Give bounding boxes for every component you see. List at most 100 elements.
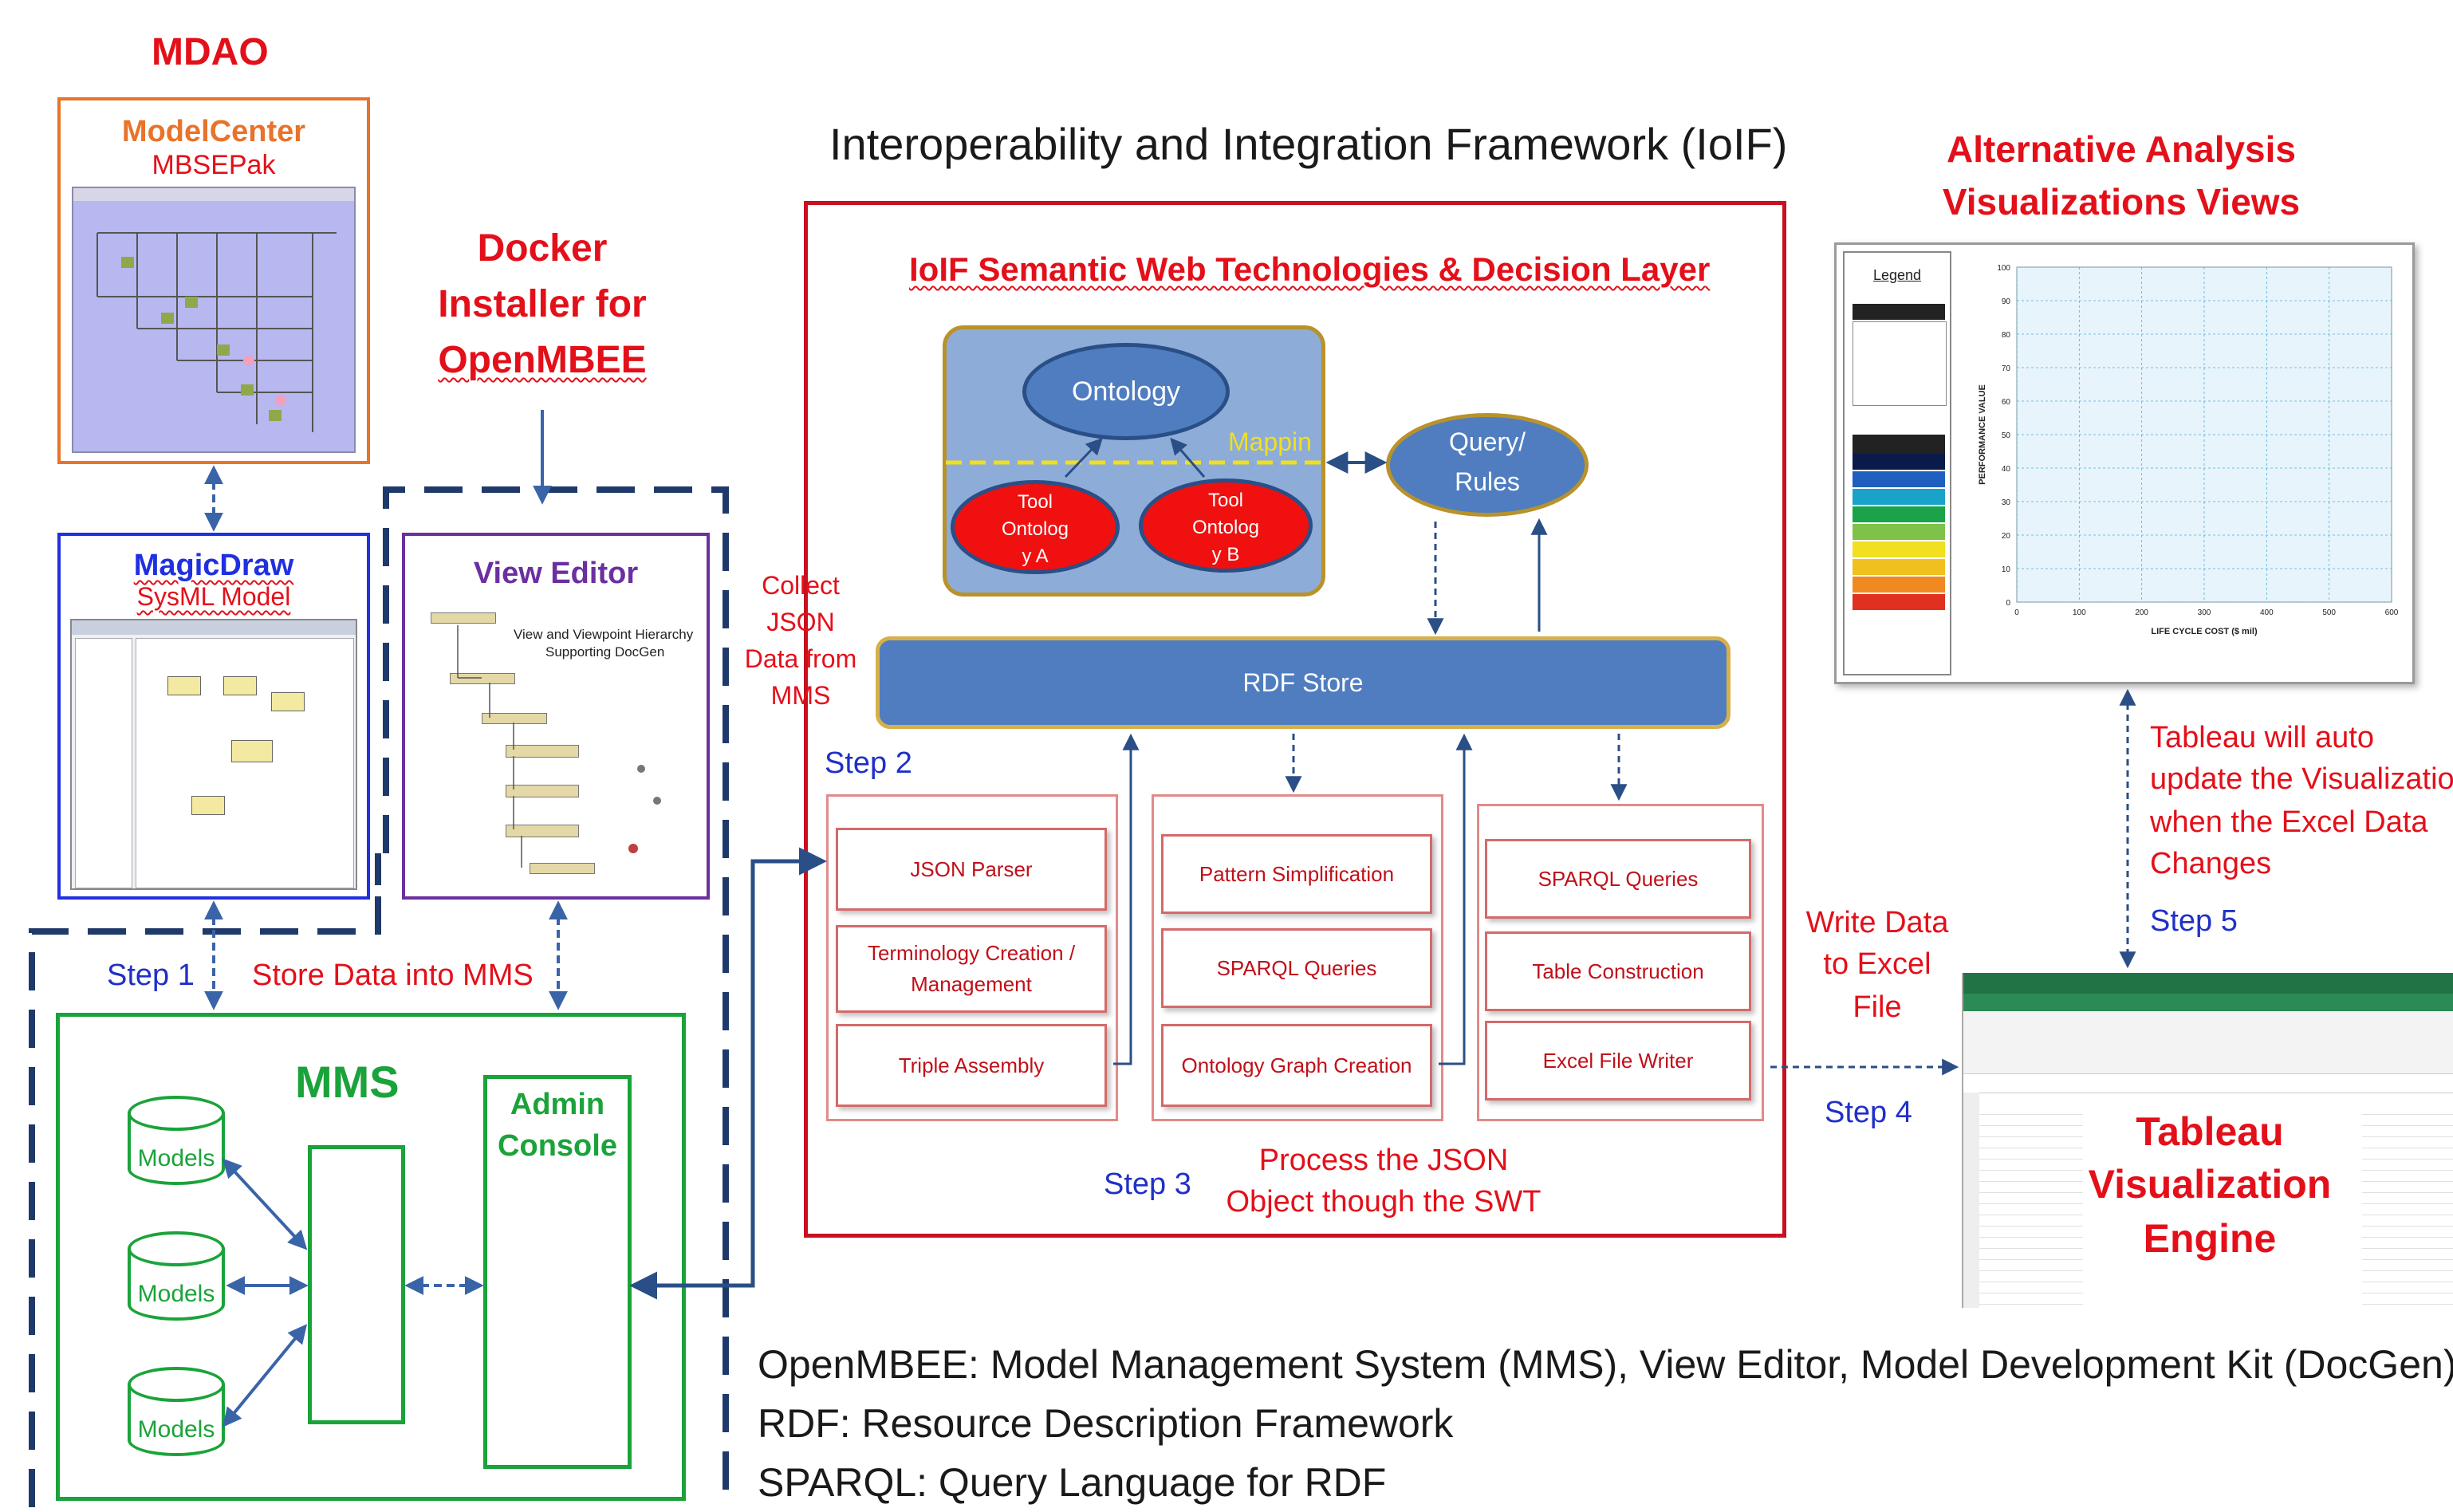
triple-assembly-box: Triple Assembly (836, 1024, 1107, 1107)
y-tick-label: 0 (2006, 599, 2010, 608)
x-axis-label: LIFE CYCLE COST ($ mil) (2151, 627, 2258, 636)
excel-file-writer-box: Excel File Writer (1485, 1021, 1751, 1101)
tool-b-line3: y B (1211, 544, 1240, 565)
ve-thumb-title-2: Supporting DocGen (545, 644, 665, 660)
models-label-3: Models (137, 1416, 215, 1443)
magicdraw-label: MagicDraw (133, 549, 294, 582)
footer-openmbee: OpenMBEE: Model Management System (MMS),… (758, 1342, 2453, 1387)
legend-box: Legend (1843, 251, 1951, 675)
engine-line1: Tableau (2136, 1109, 2284, 1154)
y-tick-label: 60 (2002, 398, 2011, 407)
query-rules-ellipse (1386, 413, 1589, 517)
y-tick-label: 70 (2002, 364, 2011, 373)
footer-rdf: RDF: Resource Description Framework (758, 1401, 1454, 1446)
x-tick-label: 600 (2385, 608, 2399, 617)
mdao-title: MDAO (152, 31, 269, 73)
collect-line4: MMS (770, 681, 831, 710)
terminology-box: Terminology Creation / Management (836, 925, 1107, 1013)
rdf-store-label: RDF Store (1242, 668, 1364, 697)
collect-line1: Collect (762, 571, 840, 600)
tool-a-line3: y A (1022, 545, 1049, 567)
y-tick-label: 40 (2002, 465, 2011, 474)
alt-title-1: Alternative Analysis (1946, 128, 2297, 170)
pattern-simplification-box: Pattern Simplification (1161, 834, 1432, 914)
store-data-label: Store Data into MMS (252, 959, 534, 992)
alt-chart-panel: Legend 0 10 20 30 40 50 60 70 80 90 100 0 100 200 300 4… (1834, 242, 2415, 684)
view-editor-panel: View Editor View and Viewpoint Hierarchy… (402, 533, 710, 900)
x-tick-label: 200 (2135, 608, 2148, 617)
models-database-2: Models (128, 1231, 230, 1335)
tableau-note-2: update the Visualization (2150, 762, 2453, 796)
collect-line3: Data from (744, 644, 857, 673)
x-tick-label: 0 (2014, 608, 2019, 617)
mapping-label: Mappin (1228, 427, 1312, 456)
alt-title-2: Visualizations Views (1942, 181, 2301, 222)
docker-line1: Docker (477, 227, 608, 270)
modelcenter-panel: ModelCenter MBSEPak (57, 97, 370, 464)
mms-core-box (308, 1145, 405, 1424)
y-tick-label: 80 (2002, 331, 2011, 340)
sparql-queries-box-2: SPARQL Queries (1485, 839, 1751, 919)
write-line3: File (1853, 990, 1902, 1024)
table-construction-box: Table Construction (1485, 931, 1751, 1011)
collect-line2: JSON (766, 608, 835, 636)
tool-a-line2: Ontolog (1001, 518, 1069, 540)
process-line1: Process the JSON (1258, 1144, 1509, 1177)
y-tick-label: 100 (1997, 264, 2010, 273)
models-label-2: Models (137, 1281, 215, 1307)
query-rules-line2: Rules (1455, 467, 1520, 496)
y-tick-label: 90 (2002, 297, 2011, 306)
y-tick-label: 20 (2002, 532, 2011, 541)
engine-line3: Engine (2143, 1216, 2277, 1261)
x-tick-label: 300 (2198, 608, 2211, 617)
admin-line2: Console (498, 1129, 617, 1163)
process-line2: Object though the SWT (1226, 1185, 1541, 1219)
y-axis-label: PERFORMANCE VALUE (1978, 384, 1987, 485)
ontology-label: Ontology (1071, 376, 1181, 407)
step4-label: Step 4 (1825, 1096, 1912, 1129)
iolf-layer-title: IoIF Semantic Web Technologies & Decisio… (909, 250, 1710, 289)
write-line1: Write Data (1805, 906, 1949, 939)
tool-ontology-a-ellipse (951, 480, 1120, 574)
step3-label: Step 3 (1104, 1167, 1191, 1201)
ontology-graph-creation-box: Ontology Graph Creation (1161, 1024, 1432, 1107)
modelcenter-screenshot (72, 187, 356, 453)
tableau-note-3: when the Excel Data (2150, 805, 2428, 839)
sysml-model-label: SysML Model (136, 582, 291, 611)
json-parser-box: JSON Parser (836, 828, 1107, 911)
engine-line2: Visualization (2088, 1162, 2332, 1207)
tool-ontology-b-ellipse (1139, 478, 1313, 573)
docker-line2: Installer for (438, 283, 647, 325)
x-tick-label: 400 (2260, 608, 2274, 617)
mms-title: MMS (295, 1057, 400, 1107)
tableau-note-4: Changes (2150, 847, 2272, 880)
tool-b-line2: Ontolog (1191, 517, 1260, 538)
models-database-3: Models (128, 1367, 230, 1471)
y-tick-label: 10 (2002, 565, 2011, 574)
magicdraw-screenshot (70, 619, 357, 890)
ve-thumb-title-1: View and Viewpoint Hierarchy (514, 627, 694, 642)
sparql-queries-box-1: SPARQL Queries (1161, 928, 1432, 1008)
docker-line3: OpenMBEE (438, 339, 647, 381)
step2-label: Step 2 (825, 746, 912, 780)
ontology-ellipse (1022, 343, 1230, 440)
excel-screenshot (1962, 973, 2453, 1308)
models-database-1: Models (128, 1096, 230, 1199)
step1-label: Step 1 (107, 959, 195, 992)
step5-label: Step 5 (2150, 904, 2238, 938)
view-editor-label: View Editor (473, 557, 639, 590)
iolf-framework-title: Interoperability and Integration Framewo… (829, 119, 1788, 169)
y-tick-label: 50 (2002, 431, 2011, 440)
y-tick-label: 30 (2002, 498, 2011, 507)
iolf-framework-boundary (804, 201, 1786, 1238)
admin-line1: Admin (510, 1088, 605, 1121)
tool-a-line1: Tool (1017, 491, 1053, 513)
query-rules-line1: Query/ (1448, 427, 1526, 456)
mbsepak-label: MBSEPak (152, 150, 276, 180)
view-editor-screenshot: View and Viewpoint Hierarchy Supporting … (426, 609, 693, 885)
footer-sparql: SPARQL: Query Language for RDF (758, 1460, 1387, 1505)
rdf-store-bar (876, 636, 1730, 729)
x-tick-label: 100 (2073, 608, 2086, 617)
